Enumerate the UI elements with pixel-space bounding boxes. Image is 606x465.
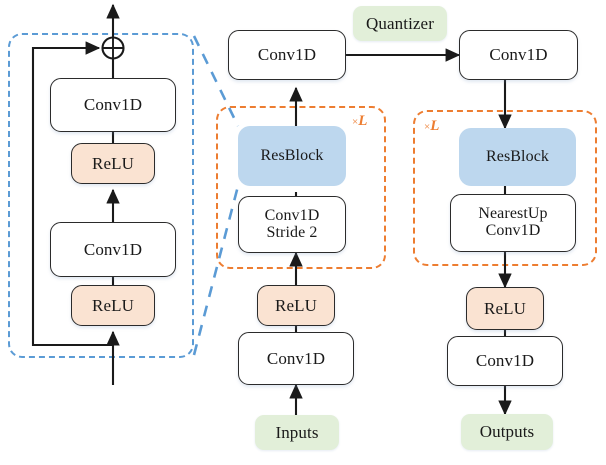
encoder-repeat-count: L [358, 113, 368, 129]
encoder-relu[interactable]: ReLU [257, 285, 335, 326]
encoder-resblock[interactable]: ResBlock [238, 126, 346, 186]
resblock-conv1d-top[interactable]: Conv1D [50, 78, 176, 132]
decoder-repeat-times: × [424, 121, 431, 133]
encoder-conv1d-out[interactable]: Conv1D [228, 30, 346, 80]
decoder-conv1d-in[interactable]: Conv1D [459, 30, 578, 80]
encoder-inputs[interactable]: Inputs [255, 415, 339, 450]
encoder-repeat-label: ×L [352, 112, 367, 130]
decoder-relu[interactable]: ReLU [466, 287, 544, 330]
encoder-repeat-times: × [352, 116, 359, 128]
decoder-nearestup-conv1d[interactable]: NearestUp Conv1D [450, 194, 576, 252]
decoder-repeat-label: ×L [424, 117, 439, 135]
encoder-conv1d-stride2[interactable]: Conv1D Stride 2 [238, 196, 346, 253]
decoder-conv1d-out[interactable]: Conv1D [447, 336, 563, 386]
encoder-conv1d-in[interactable]: Conv1D [238, 332, 354, 385]
quantizer-node[interactable]: Quantizer [353, 6, 447, 41]
resblock-relu-top[interactable]: ReLU [71, 143, 155, 184]
resblock-relu-bottom[interactable]: ReLU [71, 285, 155, 326]
decoder-resblock[interactable]: ResBlock [459, 128, 576, 186]
resblock-conv1d-bottom[interactable]: Conv1D [50, 222, 176, 277]
decoder-repeat-count: L [430, 118, 440, 134]
decoder-outputs[interactable]: Outputs [461, 414, 553, 450]
